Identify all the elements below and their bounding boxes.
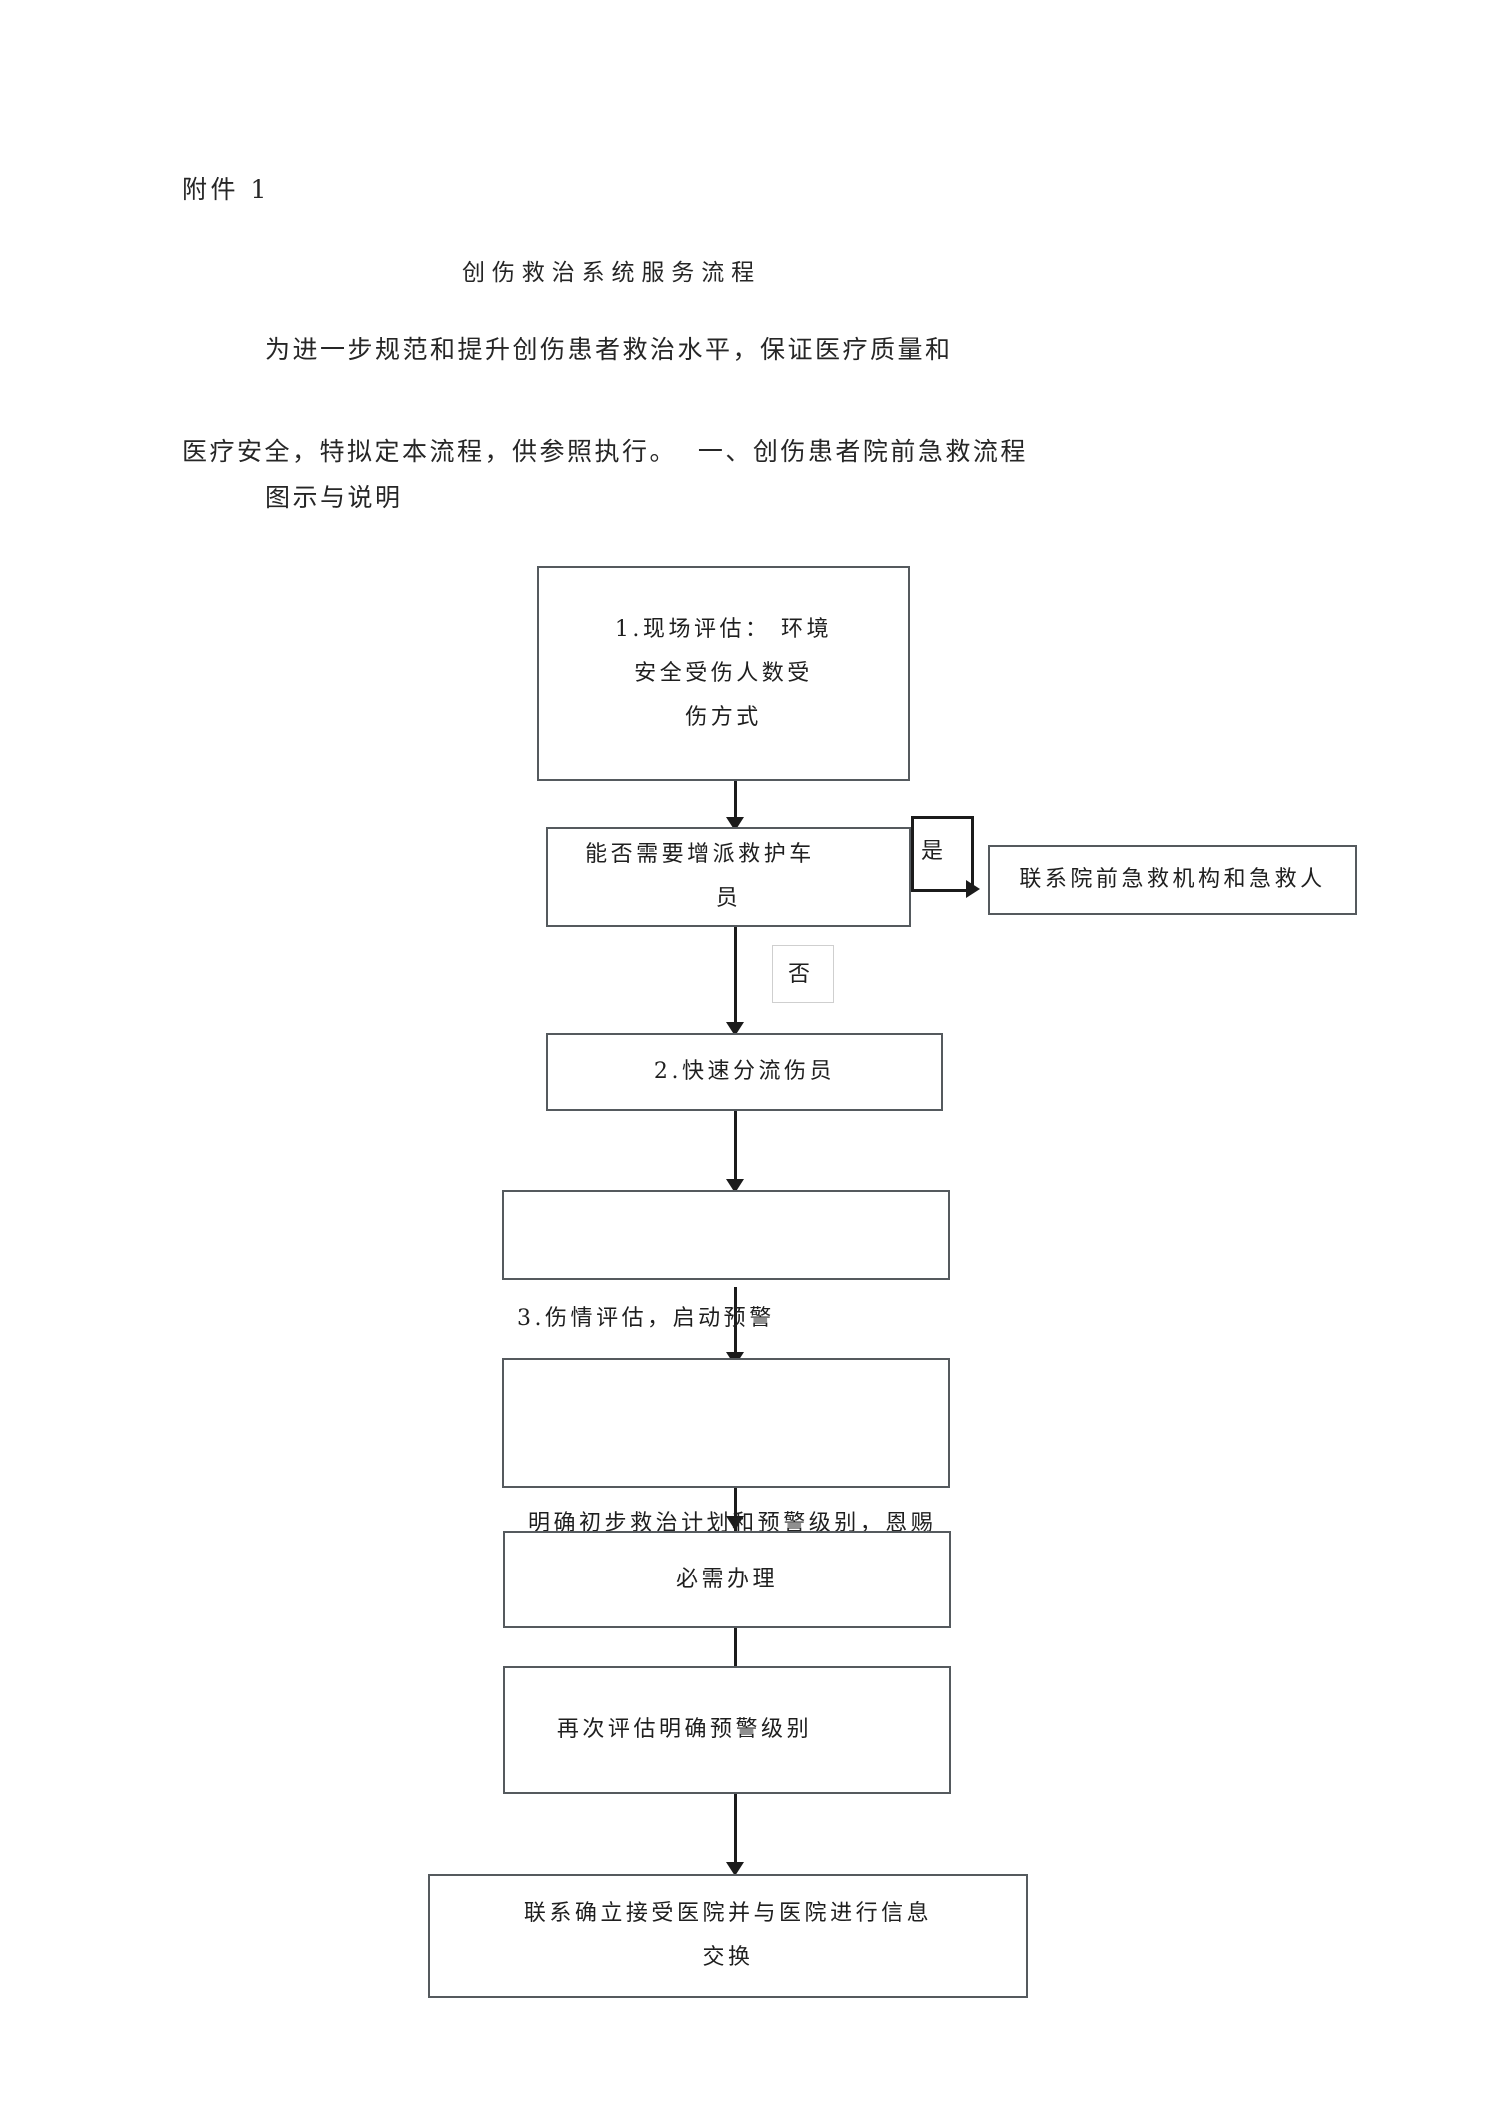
connector-scene-to-decision [734, 781, 737, 826]
connector-assessment-to-plan [734, 1287, 737, 1362]
page-title: 创伤救治系统服务流程 [462, 260, 761, 286]
node-line: 1.现场评估： 环境 [614, 616, 833, 642]
body-paragraph-line-3: 图示与说明 [265, 483, 403, 512]
node-line: 能否需要增派救护车 [585, 842, 815, 867]
node-line: 安全受伤人数受 [634, 660, 813, 686]
flow-node-scene-assessment: 1.现场评估： 环境 安全受伤人数受 伤方式 [537, 566, 910, 781]
arrow-yes-to-contact [966, 880, 980, 898]
flow-node-need-more-ambulance: 能否需要增派救护车 员 [546, 827, 911, 927]
connector-plan-to-must-handle [734, 1488, 737, 1540]
flow-node-reassess-warning-level: 再次评估明确预警级别 [503, 1666, 951, 1794]
connector-triage-to-assessment [734, 1111, 737, 1189]
node-line: 联系院前急救机构和急救人 [1019, 867, 1326, 892]
flow-node-contact-receiving-hospital: 联系确立接受医院并与医院进行信息 交换 [428, 1874, 1028, 1998]
flow-node-treatment-plan-box [502, 1358, 950, 1488]
arrow-plan-to-must-handle [726, 1516, 744, 1530]
caption-injury-assessment: 3.伤情评估，启动预警 [517, 1306, 775, 1331]
connector-yes-vertical [911, 816, 914, 891]
connector-no-vertical [734, 927, 737, 1032]
connector-reassess-to-hospital [734, 1794, 737, 1872]
arrow-triage-to-assessment [726, 1179, 744, 1193]
flow-node-contact-prehospital-agency: 联系院前急救机构和急救人 [988, 845, 1357, 915]
flow-node-injury-assessment-box [502, 1190, 950, 1280]
body-paragraph-line-2: 医疗安全，特拟定本流程，供参照执行。 一、创伤患者院前急救流程 [182, 437, 1028, 466]
node-line: 交换 [702, 1945, 754, 1970]
flow-node-rapid-triage: 2.快速分流伤员 [546, 1033, 943, 1111]
node-line: 员 [715, 886, 742, 911]
connector-yes-horizontal [911, 889, 973, 892]
node-line: 必需办理 [675, 1566, 779, 1592]
attachment-label: 附件 1 [182, 175, 270, 204]
node-line: 再次评估明确预警级别 [556, 1717, 813, 1742]
edge-label-yes: 是 [921, 839, 947, 864]
body-paragraph-line-1: 为进一步规范和提升创伤患者救治水平，保证医疗质量和 [265, 335, 953, 364]
node-line: 伤方式 [685, 704, 762, 730]
edge-label-no: 否 [788, 962, 814, 987]
arrow-no-to-triage [726, 1022, 744, 1036]
flow-node-must-handle: 必需办理 [503, 1531, 951, 1628]
node-line: 2.快速分流伤员 [653, 1059, 836, 1084]
connector-yes-top [911, 816, 973, 819]
edge-label-no-box [772, 945, 834, 1003]
connector-yes-drop [971, 816, 974, 891]
arrow-reassess-to-hospital [726, 1862, 744, 1876]
node-line: 联系确立接受医院并与医院进行信息 [523, 1901, 933, 1926]
